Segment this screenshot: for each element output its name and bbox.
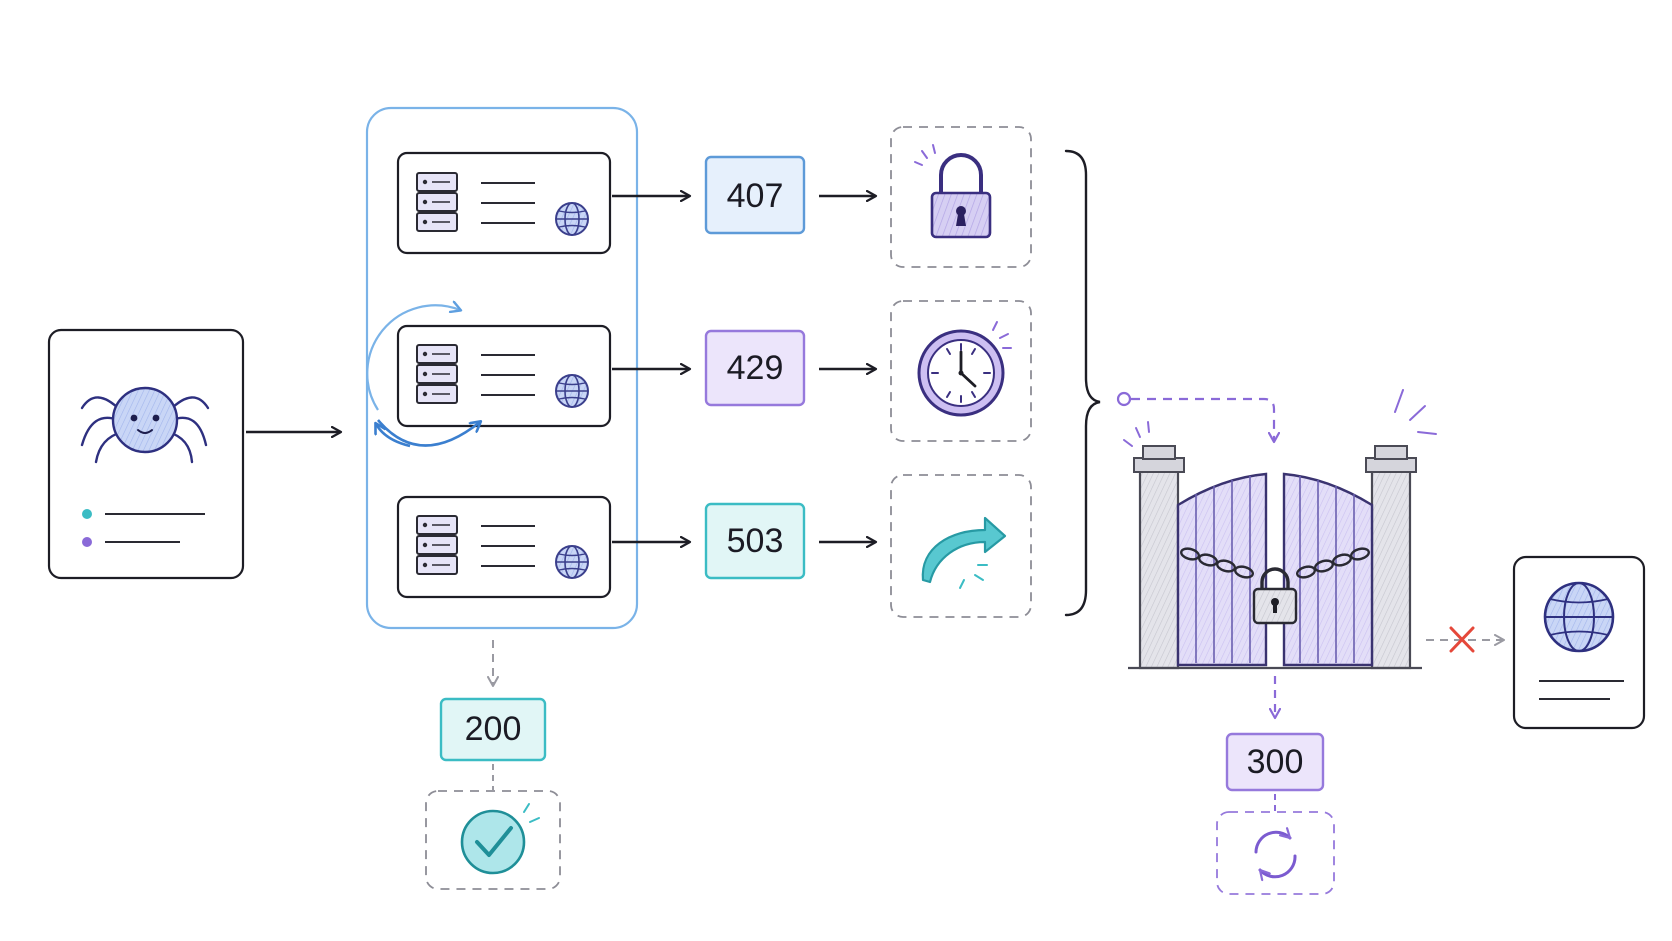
svg-text:200: 200 <box>465 710 522 748</box>
rate-limit-box <box>890 300 1032 442</box>
service-unavailable-box <box>890 474 1032 618</box>
success-box <box>425 790 561 890</box>
proxy-server-2 <box>396 324 612 428</box>
proxy-server-3 <box>396 495 612 599</box>
proxy-server-1 <box>396 151 612 255</box>
chained-gate-icon <box>1123 389 1437 670</box>
status-code-300: 300 <box>1225 732 1325 792</box>
refresh-cycle-icon <box>1254 832 1297 877</box>
check-circle-icon <box>460 803 540 875</box>
auth-required-box <box>890 126 1032 268</box>
grouping-brace <box>1064 149 1101 617</box>
gate-entry-connector <box>1116 391 1274 442</box>
status-code-200: 200 <box>439 697 547 762</box>
redirect-arrow-icon <box>921 516 1007 589</box>
rotation-arrows-icon <box>366 305 480 448</box>
redirect-box <box>1216 811 1335 895</box>
globe-icon <box>555 374 589 408</box>
globe-icon <box>555 545 589 579</box>
server-rack-icon <box>416 172 458 232</box>
status-code-503: 503 <box>704 502 806 580</box>
crawler-card <box>47 328 245 580</box>
status-code-429: 429 <box>704 329 806 407</box>
globe-icon <box>1543 581 1615 653</box>
clock-icon <box>917 321 1012 417</box>
padlock-icon <box>914 144 992 239</box>
website-page-icon <box>1512 555 1646 730</box>
svg-text:429: 429 <box>727 349 784 387</box>
server-rack-icon <box>416 344 458 404</box>
globe-icon <box>555 202 589 236</box>
svg-text:407: 407 <box>727 177 784 215</box>
x-mark-icon <box>1449 626 1475 653</box>
spider-icon <box>80 386 210 464</box>
server-rack-icon <box>416 515 458 575</box>
status-code-407: 407 <box>704 155 806 235</box>
svg-text:503: 503 <box>727 522 784 560</box>
svg-text:300: 300 <box>1247 743 1304 781</box>
blocked-access-path <box>1426 626 1505 653</box>
